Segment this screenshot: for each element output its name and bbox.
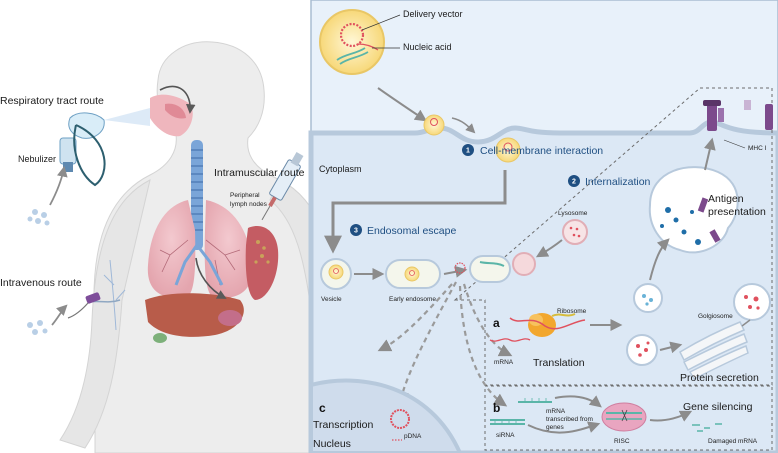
left-lung (147, 200, 196, 299)
early-endosome (385, 259, 441, 289)
deltoid-muscle (245, 226, 279, 300)
internalization-arrow (324, 170, 507, 254)
mhc-complex (703, 100, 773, 131)
proteasome (633, 283, 663, 313)
protein-vesicle (626, 334, 658, 366)
ribosome-label: Ribosome (557, 308, 587, 315)
damaged-mrna-fragments (692, 423, 722, 432)
lysosome (562, 219, 588, 245)
pdna-plasmid (390, 409, 410, 441)
particle-internalizing (495, 137, 521, 163)
step-1-label: Cell-membrane interaction (480, 145, 603, 157)
antigen-presentation-vesicle (648, 166, 739, 254)
nebulizer-particles (27, 209, 50, 226)
lysosome-label: Lysosome (558, 210, 588, 217)
mrna-transcribed-label-1: mRNA (546, 408, 566, 415)
liver (145, 293, 244, 337)
sirna-duplex (490, 419, 525, 425)
lymph-nodes-label-1: Peripheral (230, 192, 260, 199)
mrna-label: mRNA (494, 359, 514, 366)
golgiosome (679, 321, 749, 380)
gallbladder (153, 333, 167, 343)
step-3-num: 3 (354, 228, 358, 235)
nucleus-label: Nucleus (313, 438, 351, 450)
iv-particles (27, 320, 48, 335)
vesicle-label: Vesicle (321, 296, 342, 303)
nebulizer-label: Nebulizer (18, 154, 56, 164)
nucleic-acid-label: Nucleic acid (403, 42, 452, 52)
syringe-intramuscular (261, 152, 304, 221)
step-2-num: 2 (572, 179, 576, 186)
mrna-transcribed-label-2: transcribed from (546, 416, 593, 423)
delivery-particle (319, 9, 385, 75)
left-arm (59, 179, 151, 449)
tongue (165, 103, 186, 119)
panel-c-letter: c (319, 401, 326, 415)
protein-secretion-label: Protein secretion (680, 372, 759, 384)
mhc-label: MHC I (748, 145, 767, 152)
early-endosome-label: Early endosome (389, 296, 436, 303)
small-particle-approach (423, 114, 445, 136)
sirna-label: siRNA (496, 432, 515, 439)
intramuscular-route-label: Intramuscular route (214, 167, 305, 179)
nebulizer-device (59, 108, 150, 187)
antigen-label-1: Antigen (708, 193, 744, 205)
panel-a-letter: a (493, 316, 500, 330)
delivery-vector-label: Delivery vector (403, 9, 463, 19)
step-2-label: Internalization (585, 176, 651, 188)
step-1: 1 Cell-membrane interaction (462, 144, 603, 157)
ribosome (528, 313, 556, 337)
panel-b-border (484, 385, 773, 451)
step-3-label: Endosomal escape (367, 225, 456, 237)
translation-label: Translation (533, 357, 585, 369)
endolysosome (469, 252, 536, 283)
antigen-label-2: presentation (708, 206, 766, 218)
spleen (218, 310, 242, 326)
intravenous-route-label: Intravenous route (0, 277, 82, 289)
escaped-nucleic-acid (454, 262, 466, 274)
risc-label: RISC (614, 438, 630, 445)
secretory-vesicle (733, 283, 771, 321)
damaged-mrna-label: Damaged mRNA (708, 438, 758, 445)
risc-complex (601, 402, 647, 432)
cytoplasm-label: Cytoplasm (319, 164, 362, 174)
vesicle (320, 258, 352, 290)
golgiosome-label: Golgiosome (698, 313, 733, 320)
step-1-num: 1 (466, 148, 470, 155)
mrna-transcribed-label-3: genes (546, 424, 564, 431)
panel-b-letter: b (493, 401, 500, 415)
gene-silencing-label: Gene silencing (683, 401, 753, 413)
step-3: 3 Endosomal escape (350, 224, 456, 237)
lymph-nodes-label-2: lymph nodes (230, 201, 268, 208)
transcription-label: Transcription (313, 419, 373, 431)
step-2: 2 Internalization (568, 175, 651, 188)
panel-a-border (453, 87, 773, 386)
pdna-label: pDNA (404, 433, 422, 440)
nucleus-region (309, 378, 463, 453)
iv-catheter (67, 292, 121, 319)
mrna-strand (518, 398, 552, 403)
respiratory-route-label: Respiratory tract route (0, 95, 104, 107)
